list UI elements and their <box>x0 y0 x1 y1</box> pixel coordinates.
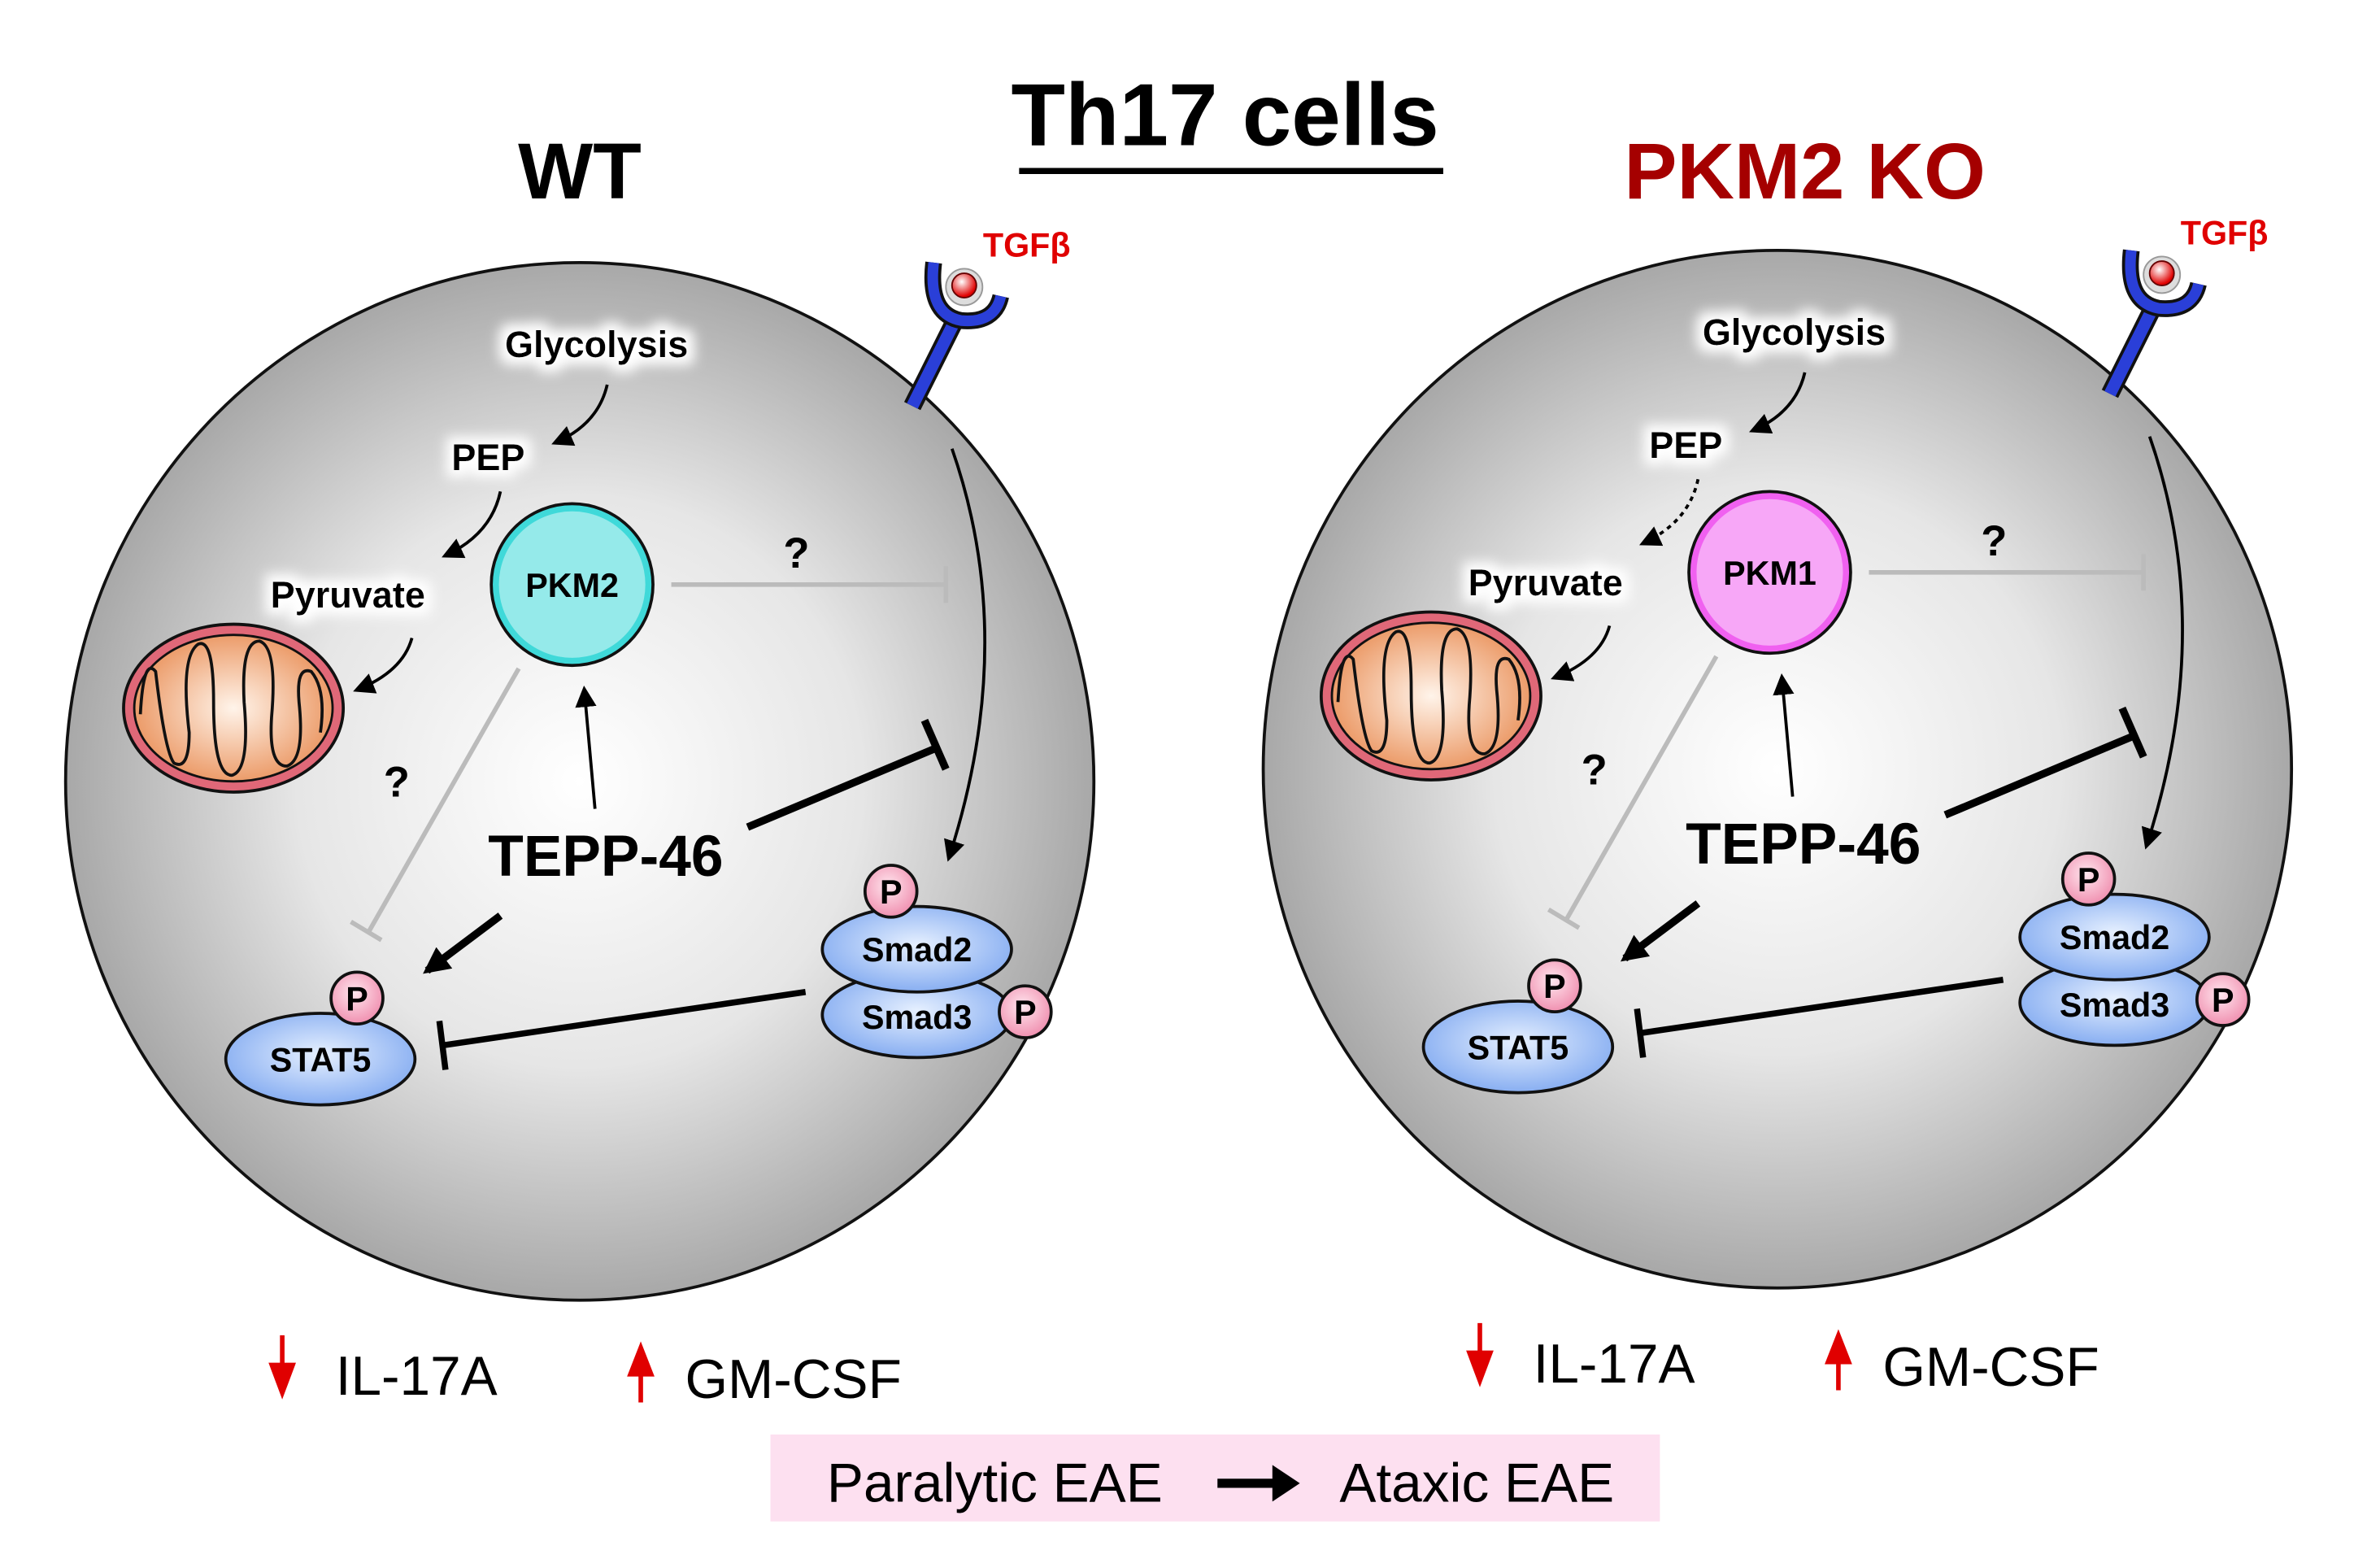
smad2-label: Smad2 <box>2060 919 2169 956</box>
down-arrow-icon <box>1466 1322 1494 1387</box>
up-arrow-icon <box>1825 1329 1852 1391</box>
tepp46-inhibits-smad-line <box>1943 706 2147 819</box>
tgfb-receptor-icon <box>903 261 1009 411</box>
receptor-to-smad-arrow <box>2141 436 2184 850</box>
smad2-phospho-label: P <box>2078 861 2100 899</box>
up-arrow-icon <box>627 1341 655 1403</box>
stat5-phospho: P <box>329 970 385 1026</box>
pep-to-pyruvate-arrow <box>1638 478 1700 547</box>
smad3-label: Smad3 <box>2060 986 2169 1024</box>
pyruvate-label: Pyruvate <box>1468 562 1623 603</box>
receptor-to-smad-arrow <box>944 448 987 862</box>
pyruvate-kinase-node <box>1687 490 1852 655</box>
pep-to-pyruvate-arrow <box>442 490 503 559</box>
pk-to-stat5-inhibition <box>1547 655 1719 930</box>
right-arrow-icon <box>1217 1465 1300 1502</box>
smad2-label: Smad2 <box>862 931 972 969</box>
stat5-node <box>224 1012 417 1107</box>
panel-pkm2-ko: PKM2 KO TGFβ Glycolysis PEP Pyruvate PKM… <box>1261 127 2294 1398</box>
pep-label: PEP <box>451 437 524 478</box>
gmcsf-label: GM-CSF <box>1882 1337 2099 1398</box>
question-mark-2: ? <box>1582 747 1608 795</box>
stat5-label: STAT5 <box>1468 1029 1569 1066</box>
gmcsf-label: GM-CSF <box>685 1349 901 1410</box>
smad-inhibits-stat5-line <box>1634 977 2004 1058</box>
outcome-from: Paralytic EAE <box>827 1452 1163 1513</box>
pk-to-smad-inhibition <box>671 566 949 603</box>
pyruvate-kinase-label: PKM2 <box>525 567 619 604</box>
glycolysis-label: Glycolysis <box>1703 311 1886 353</box>
mitochondrion-icon <box>1319 610 1542 782</box>
smad3-phospho-label: P <box>1014 994 1037 1031</box>
pep-label: PEP <box>1649 425 1722 466</box>
stat5-phospho-label: P <box>346 980 368 1017</box>
tepp46-activates-pk-arrow <box>575 686 597 809</box>
smad2-phospho-label: P <box>880 873 903 911</box>
glycolysis-to-pep-arrow <box>1749 372 1807 434</box>
ligand-label: TGFβ <box>2181 214 2269 251</box>
smad3-label: Smad3 <box>862 999 972 1036</box>
smad2-phospho: P <box>2060 851 2117 907</box>
il17a-label: IL-17A <box>1534 1334 1695 1395</box>
panel-heading: PKM2 KO <box>1624 127 1985 216</box>
question-mark-1: ? <box>783 529 809 577</box>
glycolysis-label: Glycolysis <box>505 324 688 365</box>
question-mark-1: ? <box>1981 517 2007 565</box>
outcome-to: Ataxic EAE <box>1339 1452 1614 1513</box>
tepp46-to-stat5-arrow <box>423 912 503 974</box>
smad-complex: Smad2 Smad3 <box>2018 892 2211 1047</box>
outcome-box: Paralytic EAE Ataxic EAE <box>770 1434 1660 1522</box>
question-mark-2: ? <box>384 759 410 807</box>
smad2-phospho: P <box>863 864 919 919</box>
ligand-label: TGFβ <box>983 226 1071 263</box>
tgfb-receptor-icon <box>2101 249 2207 398</box>
drug-label: TEPP-46 <box>488 824 723 889</box>
il17a-label: IL-17A <box>336 1346 498 1407</box>
tepp46-inhibits-smad-line <box>746 718 950 831</box>
mitochondrion-icon <box>122 622 346 794</box>
pk-to-smad-inhibition <box>1869 554 2146 591</box>
glycolysis-to-pep-arrow <box>551 384 609 446</box>
stat5-phospho: P <box>1527 958 1582 1014</box>
smad-complex: Smad2 Smad3 <box>820 904 1013 1060</box>
stat5-label: STAT5 <box>270 1041 372 1078</box>
pyruvate-to-mitochondria-arrow <box>353 637 414 694</box>
smad3-phospho: P <box>2195 972 2251 1027</box>
down-arrow-icon <box>268 1335 296 1400</box>
smad3-phospho: P <box>998 984 1053 1039</box>
pyruvate-kinase-label: PKM1 <box>1723 555 1817 592</box>
figure-title: Th17 cells <box>1012 65 1439 164</box>
smad-inhibits-stat5-line <box>436 989 807 1070</box>
panel-heading: WT <box>518 127 642 216</box>
stat5-phospho-label: P <box>1543 968 1566 1005</box>
drug-label: TEPP-46 <box>1686 812 1921 877</box>
smad3-phospho-label: P <box>2212 982 2234 1019</box>
tepp46-activates-pk-arrow <box>1773 673 1795 797</box>
pk-to-stat5-inhibition <box>350 667 521 943</box>
pyruvate-kinase-node <box>489 502 655 668</box>
tepp46-to-stat5-arrow <box>1620 900 1701 962</box>
pyruvate-to-mitochondria-arrow <box>1551 625 1612 682</box>
panel-wt: WT TGFβ Glycolysis PEP Pyruvate PKM2 ? ?… <box>63 127 1096 1410</box>
pyruvate-label: Pyruvate <box>271 574 425 616</box>
stat5-node <box>1421 999 1615 1095</box>
